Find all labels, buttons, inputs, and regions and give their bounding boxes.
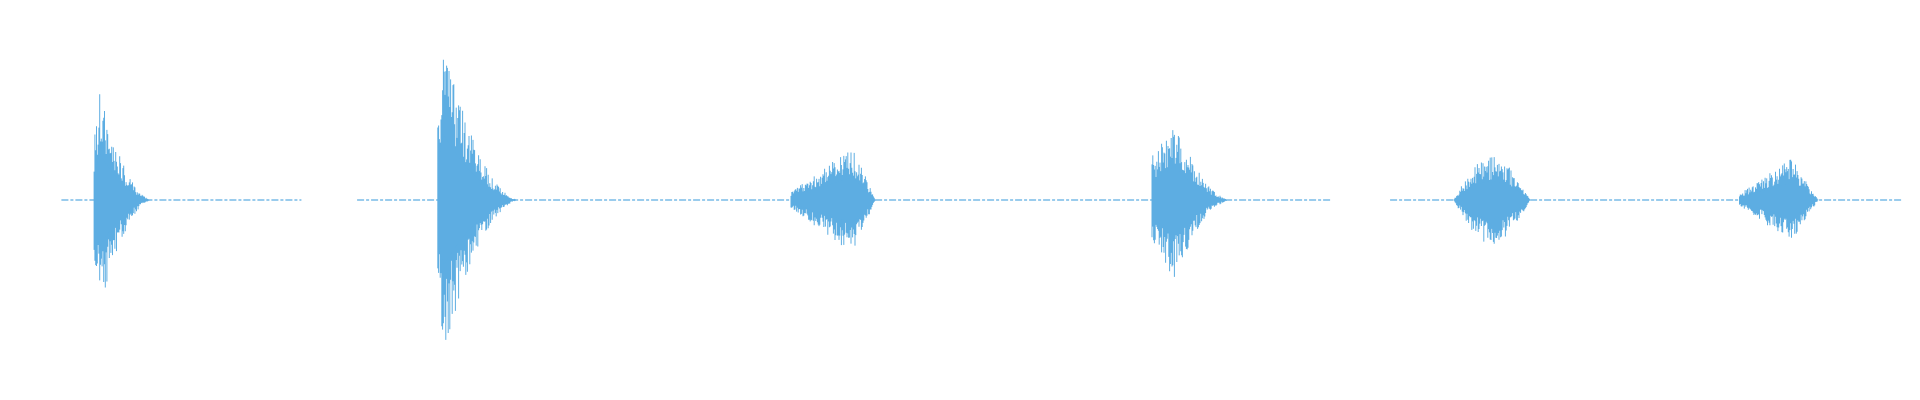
waveform-burst-1 bbox=[93, 94, 152, 288]
waveform-burst-core bbox=[1739, 182, 1819, 218]
waveform-burst-5 bbox=[1453, 157, 1531, 244]
waveform-burst-4 bbox=[1151, 130, 1231, 277]
waveform-burst-3 bbox=[790, 152, 876, 246]
waveform-burst-core bbox=[94, 153, 152, 247]
waveform-burst-2 bbox=[437, 59, 519, 340]
waveform-burst-core bbox=[437, 136, 519, 264]
waveform-burst-core bbox=[1453, 181, 1531, 219]
waveform-burst-core bbox=[791, 177, 876, 223]
waveform-bursts bbox=[93, 59, 1819, 340]
waveform-burst-core bbox=[1152, 166, 1231, 234]
waveform-burst-6 bbox=[1739, 159, 1819, 238]
